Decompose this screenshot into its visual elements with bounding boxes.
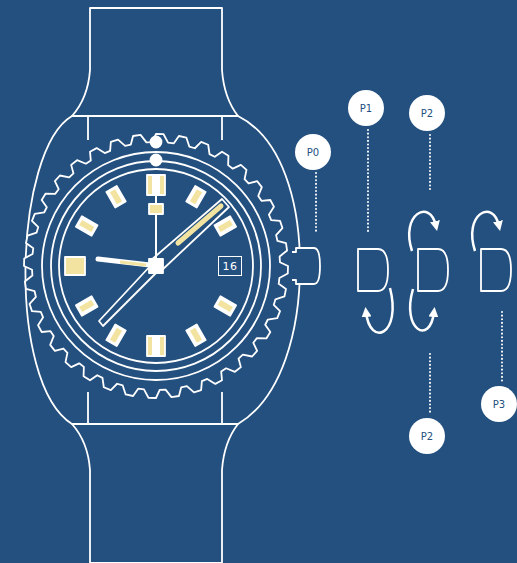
hour-marker [76,296,98,315]
rotation-arrow [409,212,436,251]
hour-marker-lume [152,336,160,356]
callout-number: P2 [421,108,433,119]
hour-marker [106,324,125,346]
hour-hand-lume [120,262,146,265]
leader-line [429,135,431,192]
hour-marker [65,257,85,275]
hour-marker [214,216,236,235]
crown-icon [418,249,448,291]
crown-icon [481,249,511,291]
callout-number: P1 [360,103,372,114]
bezel-dot [151,155,162,166]
seconds-hand [155,182,157,266]
dial [59,169,253,363]
position-callout: P2 [409,95,445,131]
leader-line [501,312,503,382]
rotation-arrow [410,289,434,330]
hour-marker [147,336,165,356]
callout-number: P3 [493,399,505,410]
bezel-dot [151,137,162,148]
dial-ring [51,161,261,371]
seconds-counterweight [149,204,163,214]
position-callout: P1 [348,90,384,126]
hour-marker [106,186,125,208]
date-window: 16 [218,256,242,276]
position-callout: P3 [481,386,517,422]
hour-marker [186,324,205,346]
crown-icon [358,249,388,291]
position-callout: P2 [409,418,445,454]
leader-line [315,173,317,232]
leader-line [367,130,369,232]
strap-bottom [72,424,238,563]
hour-marker [186,186,205,208]
hour-hand [98,259,150,265]
leader-line [429,354,431,414]
hour-marker [214,296,236,315]
bezel-teeth [24,134,288,398]
strap-top [72,8,238,116]
minute-hand-lume [178,206,221,243]
hour-marker [76,216,98,235]
position-callout: P0 [295,134,331,170]
crown [292,248,320,284]
rotation-arrow [472,212,499,251]
date-number: 16 [223,260,238,273]
hand-center [149,259,163,273]
callout-number: P2 [421,431,433,442]
rotation-arrow [366,288,393,333]
callout-number: P0 [307,147,319,158]
bezel-inner-ring [42,152,270,380]
